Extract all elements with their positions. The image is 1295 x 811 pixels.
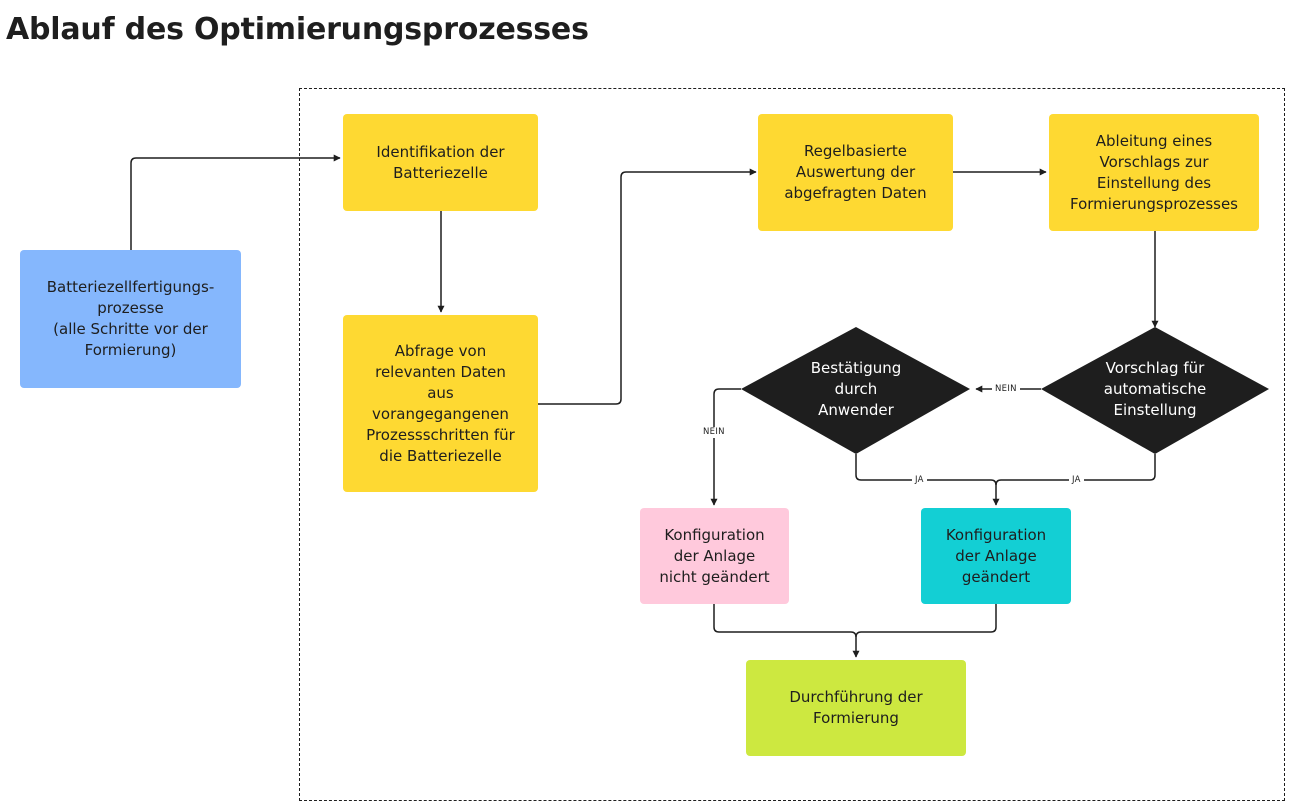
edge-query-to-rules (538, 168, 757, 405)
node-query-data-label: Abfrage von relevanten Daten aus vorange… (366, 341, 515, 465)
node-rule-evaluation: Regelbasierte Auswertung der abgefragten… (758, 114, 953, 231)
node-identify-cell-label: Identifikation der Batteriezelle (376, 142, 505, 182)
edge-label-user-no: NEIN (700, 427, 728, 438)
decision-auto-setting-shape (1041, 327, 1269, 454)
edge-label-auto-no: NEIN (992, 384, 1020, 395)
node-config-unchanged: Konfiguration der Anlage nicht geändert (640, 508, 789, 604)
node-run-formation-label: Durchführung der Formierung (789, 688, 923, 727)
edge-changed-to-formation (855, 604, 997, 638)
diagram-title: Ablauf des Optimierungsprozesses (6, 12, 589, 47)
node-derive-proposal: Ableitung eines Vorschlags zur Einstellu… (1049, 114, 1259, 231)
edge-label-user-yes: JA (912, 475, 927, 486)
edge-prior-to-identify (130, 154, 341, 250)
node-derive-proposal-label: Ableitung eines Vorschlags zur Einstellu… (1069, 131, 1238, 213)
node-prior-processes-label: Batteriezellfertigungs- prozesse (alle S… (46, 278, 215, 359)
node-config-changed-label: Konfiguration der Anlage geändert (945, 525, 1047, 586)
decision-auto-setting-label: Vorschlag für automatische Einstellung (1103, 358, 1207, 419)
node-query-data: Abfrage von relevanten Daten aus vorange… (343, 315, 538, 492)
edge-label-auto-yes: JA (1069, 475, 1084, 486)
edge-unchanged-to-formation (713, 604, 860, 658)
node-identify-cell: Identifikation der Batteriezelle (343, 114, 538, 211)
node-config-changed: Konfiguration der Anlage geändert (921, 508, 1071, 604)
decision-user-confirmation-shape (741, 327, 970, 454)
edge-user-no (710, 388, 741, 506)
process-boundary (299, 88, 1285, 801)
node-prior-processes: Batteriezellfertigungs- prozesse (alle S… (20, 250, 241, 388)
node-config-unchanged-label: Konfiguration der Anlage nicht geändert (659, 525, 770, 586)
decision-user-confirmation-label: Bestätigung durch Anwender (810, 358, 902, 419)
edge-user-yes (855, 454, 997, 486)
node-run-formation: Durchführung der Formierung (746, 660, 966, 756)
node-rule-evaluation-label: Regelbasierte Auswertung der abgefragten… (784, 142, 927, 202)
